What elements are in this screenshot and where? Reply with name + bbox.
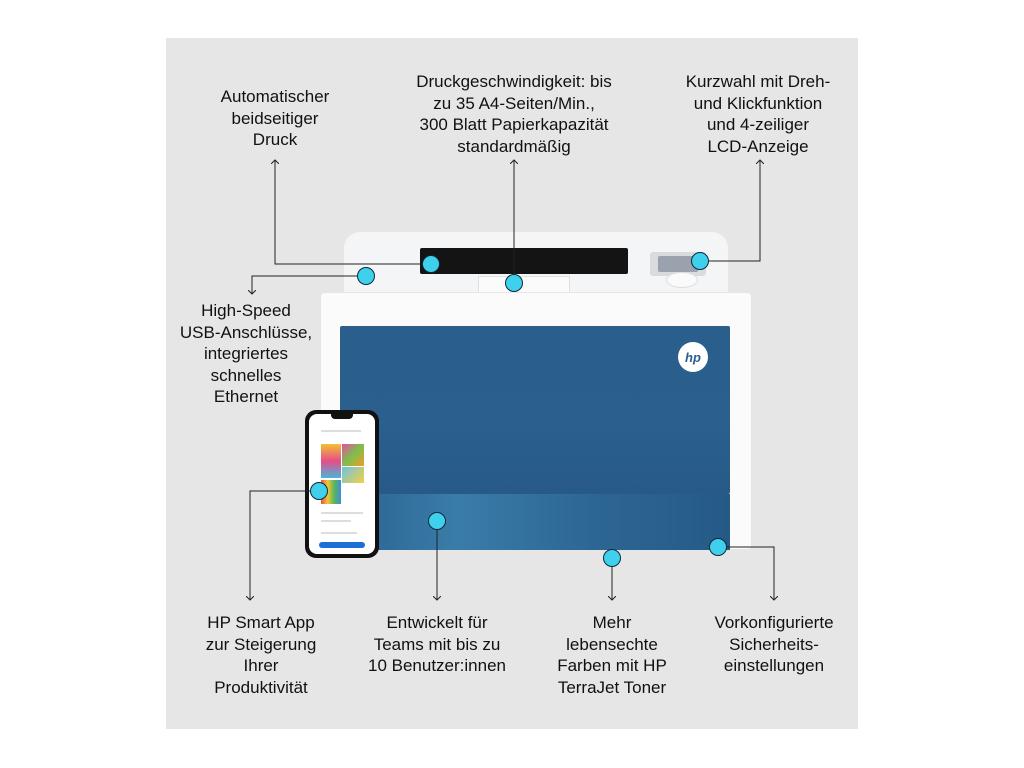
label-dial: Kurzwahl mit Dreh- und Klickfunktion und… (685, 72, 831, 156)
preview-photo (342, 467, 364, 483)
paper-drawer (340, 494, 730, 550)
dial-knob (666, 272, 698, 288)
preview-photo (342, 444, 364, 466)
marker-duplex (422, 255, 440, 273)
label-usb: High-Speed USB-Anschlüsse, integriertes … (179, 301, 313, 406)
lcd-display (658, 256, 698, 272)
printer-front-door (340, 326, 730, 494)
label-duplex: Automatischer beidseitiger Druck (220, 87, 330, 149)
label-app: HP Smart App zur Steigerung Ihrer Produk… (205, 613, 317, 697)
marker-teams (428, 512, 446, 530)
marker-usb (357, 267, 375, 285)
label-toner: Mehr lebensechte Farben mit HP TerraJet … (557, 613, 667, 697)
marker-dial (691, 252, 709, 270)
printer-image: hp (320, 232, 752, 550)
label-security: Vorkonfigurierte Sicherheits- einstellun… (714, 613, 834, 675)
screen-title-line (321, 430, 361, 432)
hp-logo-icon: hp (678, 342, 708, 372)
phone-print-button (319, 542, 365, 548)
phone-notch (331, 414, 353, 419)
output-tray-slot (420, 248, 628, 274)
screen-text-line (321, 512, 363, 514)
preview-photo (321, 444, 341, 478)
screen-text-line (321, 520, 351, 522)
screen-text-line (321, 532, 357, 534)
marker-security (709, 538, 727, 556)
label-speed: Druckgeschwindigkeit: bis zu 35 A4-Seite… (416, 72, 612, 156)
marker-speed (505, 274, 523, 292)
marker-toner (603, 549, 621, 567)
label-teams: Entwickelt für Teams mit bis zu 10 Benut… (368, 613, 506, 675)
marker-app (310, 482, 328, 500)
